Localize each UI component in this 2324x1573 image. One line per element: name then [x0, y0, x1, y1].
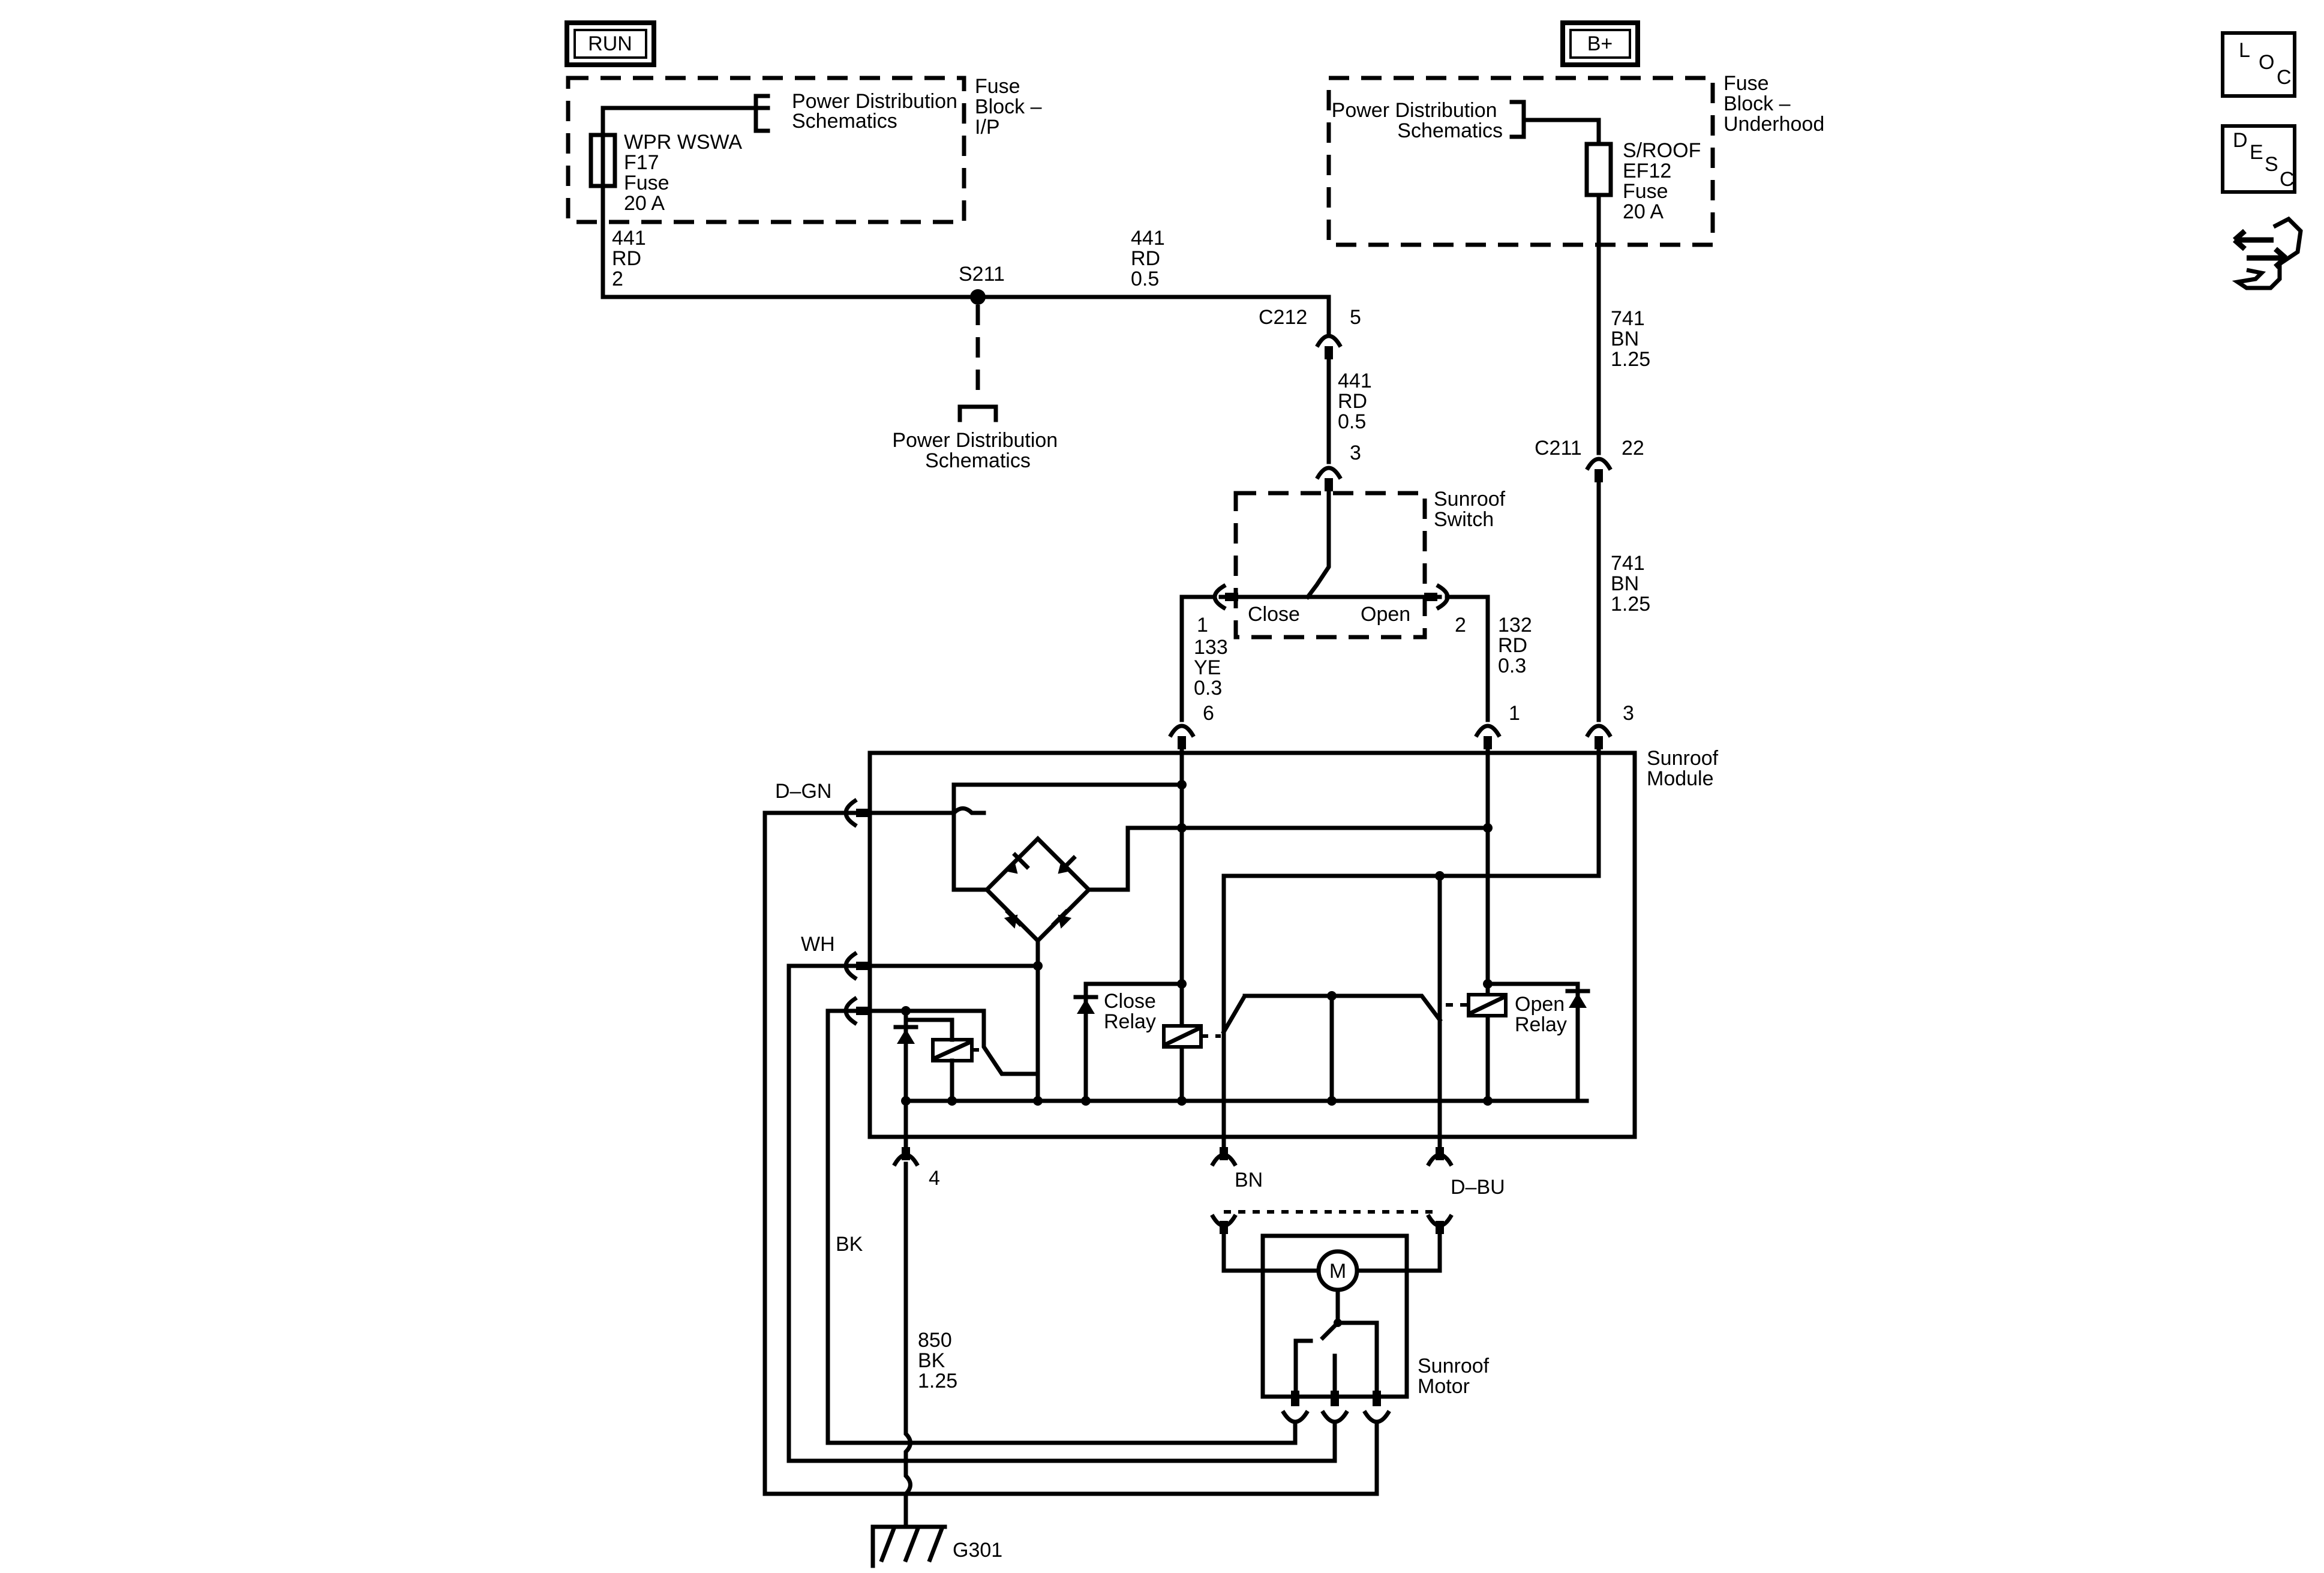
wire-441-rd-05-mid: 441 RD 0.5: [1338, 370, 1377, 433]
fuse-f17-label: WPR WSWA F17 Fuse 20 A: [624, 131, 747, 215]
d-gn-label: D–GN: [775, 780, 831, 803]
splice-s211-label: S211: [959, 263, 1005, 286]
close-relay-label: Close Relay: [1104, 990, 1161, 1033]
desc-icon[interactable]: D E S C: [2221, 124, 2296, 194]
pds-label-uh: Power Distribution Schematics: [1332, 99, 1503, 142]
svg-text:C: C: [2277, 66, 2292, 89]
sunroof-module-box: [867, 751, 1637, 1139]
switch-blade: [1305, 489, 1331, 600]
wire-850-bk: 850 BK 1.25: [918, 1329, 957, 1392]
pin-3-module: 3: [1623, 702, 1634, 725]
svg-text:D: D: [2233, 129, 2248, 152]
sunroof-module-label: Sunroof Module: [1647, 747, 1724, 790]
fuse-block-ip-box: [566, 76, 966, 224]
svg-text:RUN: RUN: [588, 32, 632, 55]
fuse-block-ip-label: Fuse Block – I/P: [975, 75, 1047, 139]
bk-label: BK: [836, 1233, 863, 1256]
svg-text:B+: B+: [1587, 32, 1613, 55]
ground-g301: [870, 1524, 947, 1568]
sunroof-switch-label: Sunroof Switch: [1434, 488, 1511, 531]
svg-text:S: S: [2265, 153, 2278, 176]
svg-text:L: L: [2239, 39, 2250, 62]
wire-741-bn-top: 741 BN 1.25: [1611, 307, 1650, 371]
sunroof-switch-box: [1233, 491, 1427, 640]
svg-text:C: C: [2280, 168, 2295, 191]
wire-132-rd: 132 RD 0.3: [1498, 614, 1538, 677]
fuse-block-uh-label: Fuse Block – Underhood: [1724, 72, 1824, 136]
svg-text:E: E: [2250, 141, 2263, 164]
bridge-rectifier: [984, 836, 1092, 944]
pin-5: 5: [1350, 306, 1361, 329]
bn-label: BN: [1235, 1169, 1263, 1191]
sunroof-motor-label: Sunroof Motor: [1418, 1355, 1495, 1398]
switch-open-label: Open: [1361, 603, 1410, 626]
pin-22: 22: [1622, 437, 1644, 460]
d-bu-label: D–BU: [1451, 1176, 1505, 1199]
ground-g301-label: G301: [953, 1539, 1002, 1562]
wire-133-ye: 133 YE 0.3: [1194, 636, 1233, 700]
wh-label: WH: [801, 933, 835, 956]
wire-441-rd-05-top: 441 RD 0.5: [1131, 227, 1170, 290]
splice-s211: [970, 289, 986, 305]
pin-6: 6: [1203, 702, 1214, 725]
fuse-ef12-label: S/ROOF EF12 Fuse 20 A: [1623, 139, 1707, 223]
pds-label-ip: Power Distribution Schematics: [792, 90, 963, 133]
connector-flow-icon[interactable]: [2232, 216, 2303, 290]
pin-1-module: 1: [1509, 702, 1520, 725]
switch-terminal-top: [1315, 466, 1343, 480]
pin-4: 4: [929, 1167, 940, 1190]
run-label: RUN: [565, 20, 656, 67]
pds-label-splice: Power Distribution Schematics: [892, 429, 1063, 472]
switch-close-label: Close: [1248, 603, 1300, 626]
conn-c212-label: C212: [1259, 306, 1307, 329]
loc-icon[interactable]: L O C: [2221, 31, 2296, 98]
c211-terminal-top: [1585, 457, 1613, 471]
wire-441-rd-2: 441 RD 2: [612, 227, 651, 290]
pin-2-switch: 2: [1455, 614, 1466, 637]
pin-1-switch: 1: [1197, 614, 1208, 637]
conn-c211-label: C211: [1535, 437, 1582, 460]
svg-text:O: O: [2259, 51, 2274, 74]
fuse-block-uh-box: [1326, 76, 1715, 247]
pin-3-top: 3: [1350, 442, 1361, 464]
open-relay-label: Open Relay: [1515, 993, 1571, 1036]
wire-741-bn-mid: 741 BN 1.25: [1611, 552, 1650, 616]
fuse-ef12: [1584, 142, 1613, 197]
c212-terminal-top: [1315, 334, 1343, 348]
svg-text:M: M: [1329, 1260, 1346, 1283]
bplus-label: B+: [1560, 20, 1640, 67]
